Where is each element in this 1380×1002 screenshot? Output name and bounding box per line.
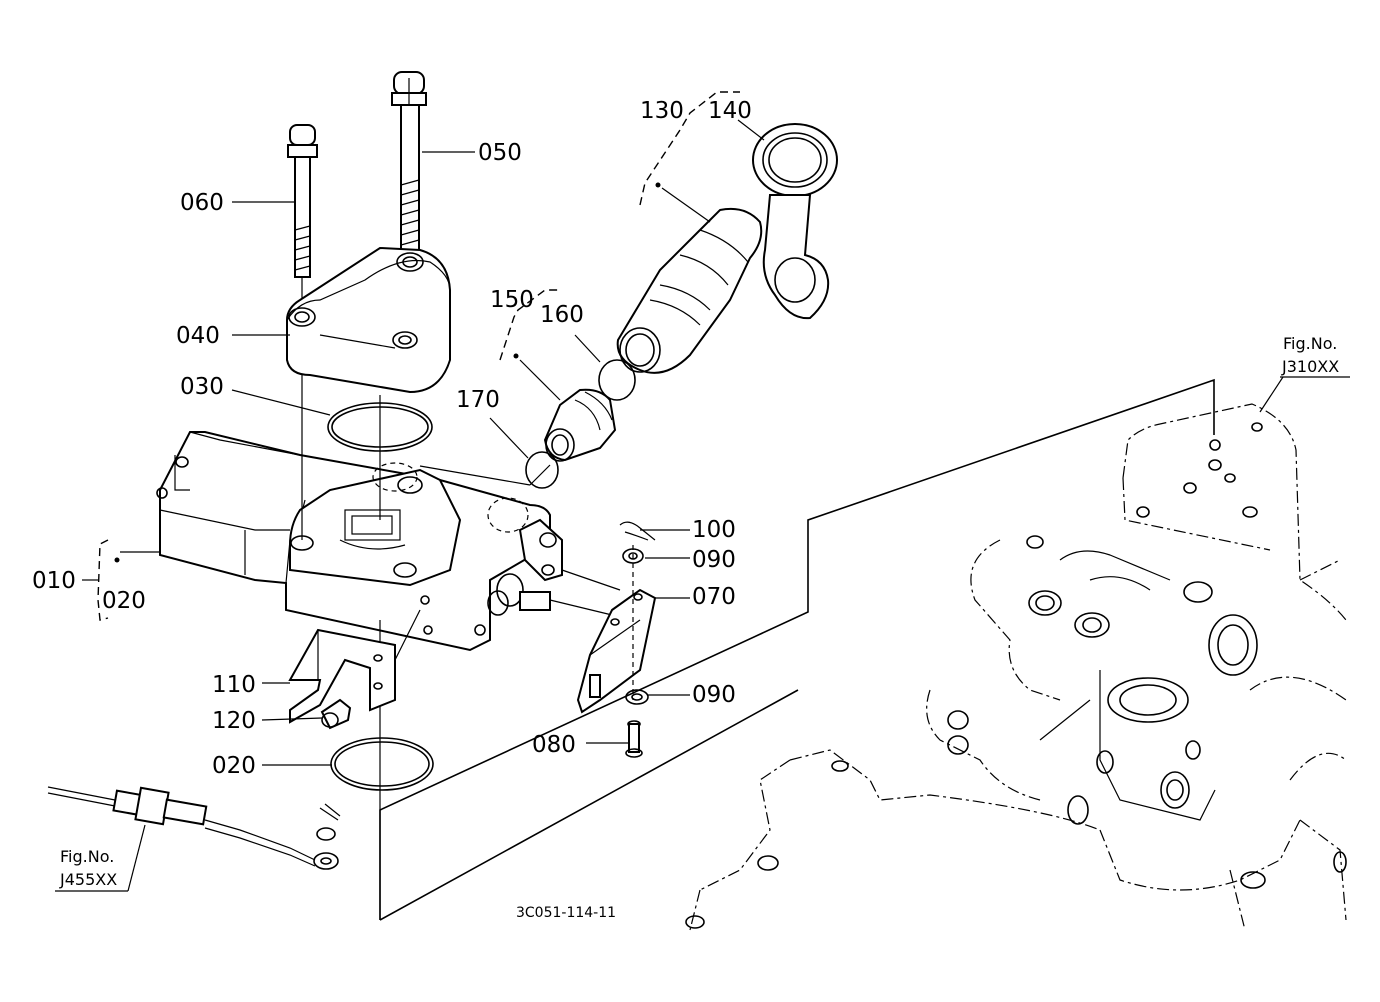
dust-cap-140 [752,123,838,320]
fig-ref-left-label: Fig.No. [60,847,114,866]
label-140: 140 [708,98,752,124]
label-090-upper: 090 [692,547,736,573]
clip-100 [619,521,656,541]
label-110: 110 [212,672,256,698]
o-ring-170 [525,451,559,489]
part-labels: 060 050 040 030 130 140 150 160 170 100 … [32,98,752,779]
quick-coupler-130 [616,207,763,374]
label-040: 040 [176,323,220,349]
label-020-lower: 020 [212,753,256,779]
label-020-upper: 020 [102,588,146,614]
label-050: 050 [478,140,522,166]
bolt-060 [287,124,318,278]
label-030: 030 [180,374,224,400]
label-080: 080 [532,732,576,758]
control-cable [47,786,341,870]
valve-body-010 [156,431,563,652]
fig-ref-left-code: J455XX [59,870,117,889]
o-ring-020 [330,737,434,791]
bolt-050 [391,71,427,259]
label-010: 010 [32,568,76,594]
drawing-code: 3C051-114-11 [516,905,616,921]
lever-070 [576,588,657,714]
knob-120 [320,698,352,730]
label-150: 150 [490,287,534,313]
fig-ref-j455xx: Fig.No. J455XX [55,824,146,892]
cover-plate-040 [286,246,451,394]
label-100: 100 [692,517,736,543]
washer-090-lower [625,689,649,705]
label-120: 120 [212,708,256,734]
label-060: 060 [180,190,224,216]
leader-lines [82,151,690,766]
label-170: 170 [456,387,500,413]
label-090-lower: 090 [692,682,736,708]
o-ring-160 [598,359,636,401]
label-130: 130 [640,98,684,124]
label-070: 070 [692,584,736,610]
fig-ref-j310xx: Fig.No. J310XX [1259,334,1350,413]
transmission-housing-outline [379,378,1347,931]
bracket-110 [288,628,396,724]
adapter-150 [543,388,617,462]
pin-080 [625,720,643,758]
fig-ref-right-label: Fig.No. [1283,334,1337,353]
label-160: 160 [540,302,584,328]
fig-ref-right-code: J310XX [1281,357,1339,376]
